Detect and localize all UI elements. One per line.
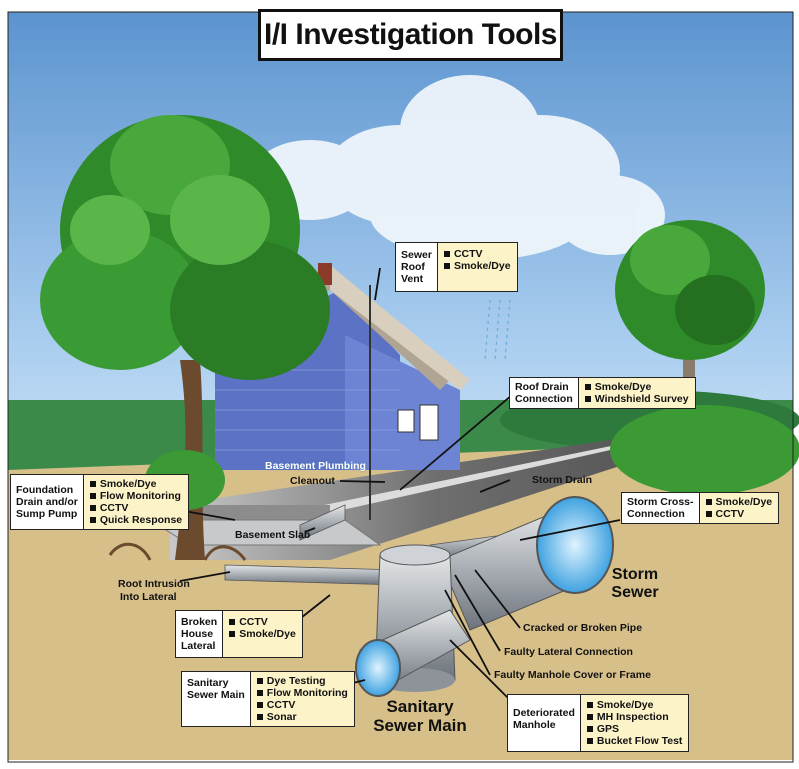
page-title: I/I Investigation Tools — [258, 9, 563, 61]
rain — [484, 299, 511, 361]
callout-label: Roof — [401, 261, 425, 273]
clouds — [250, 75, 665, 260]
tool-item: CCTV — [257, 699, 348, 711]
tool-item: CCTV — [229, 616, 296, 628]
label-sanitary-line2: Sewer Main — [373, 715, 467, 735]
tool-item: GPS — [587, 723, 683, 735]
callout-label: Broken — [181, 616, 218, 628]
label-faulty-manhole: Faulty Manhole Cover or Frame — [494, 669, 651, 681]
callout-foundation-drain: Foundation Drain and/or Sump Pump Smoke/… — [10, 474, 190, 530]
callout-label: Foundation — [16, 484, 74, 496]
callout-label: Connection — [627, 508, 685, 520]
label-storm-sewer-line1: Storm — [611, 566, 659, 583]
callout-label: Sump Pump — [16, 508, 78, 520]
tool-item: Bucket Flow Test — [587, 735, 683, 747]
tool-item: CCTV — [444, 248, 511, 260]
callout-roof-vent: Sewer Roof Vent CCTV Smoke/Dye — [395, 242, 518, 292]
callout-deteriorated-manhole: Deteriorated Manhole Smoke/Dye MH Inspec… — [507, 694, 690, 752]
label-faulty-lateral: Faulty Lateral Connection — [504, 646, 633, 658]
label-root-intrusion: Root Intrusion — [118, 578, 190, 590]
callout-label: Drain and/or — [16, 496, 78, 508]
tool-item: Dye Testing — [257, 675, 348, 687]
label-storm-drain: Storm Drain — [532, 474, 593, 486]
label-storm-sewer: Storm Sewer — [600, 566, 670, 601]
tool-item: Smoke/Dye — [706, 496, 773, 508]
label-basement-plumbing: Basement Plumbing — [265, 460, 366, 472]
sanitary-main-pipe — [355, 609, 471, 697]
callout-label: Connection — [515, 393, 573, 405]
callout-label: Manhole — [513, 719, 556, 731]
tool-item: Smoke/Dye — [585, 381, 689, 393]
callout-label: Sanitary — [187, 677, 229, 689]
tool-item: Sonar — [257, 711, 348, 723]
tool-item: MH Inspection — [587, 711, 683, 723]
label-storm-sewer-line2: Sewer — [611, 583, 659, 601]
tool-item: CCTV — [706, 508, 773, 520]
callout-label: Roof Drain — [515, 381, 569, 393]
tool-item: Windshield Survey — [585, 393, 689, 405]
label-cracked-pipe: Cracked or Broken Pipe — [523, 622, 643, 634]
label-basement-slab: Basement Slab — [235, 529, 311, 541]
callout-label: Vent — [401, 273, 424, 285]
label-cleanout: Cleanout — [290, 475, 335, 487]
callout-sanitary-sewer-main: Sanitary Sewer Main Dye Testing Flow Mon… — [181, 671, 355, 727]
label-sanitary-line1: Sanitary — [386, 697, 454, 716]
tool-item: Smoke/Dye — [444, 260, 511, 272]
callout-storm-cross-connection: Storm Cross- Connection Smoke/Dye CCTV — [621, 492, 780, 524]
right-bush — [610, 405, 799, 495]
callout-label: Sewer — [401, 249, 432, 261]
tool-item: Flow Monitoring — [90, 490, 182, 502]
callout-label: Storm Cross- — [627, 496, 694, 508]
label-sanitary-sewer-main: Sanitary Sewer Main — [360, 697, 480, 735]
callout-label: House — [181, 628, 214, 640]
tool-item: Smoke/Dye — [587, 699, 683, 711]
tool-item: Smoke/Dye — [229, 628, 296, 640]
callout-broken-house-lateral: Broken House Lateral CCTV Smoke/Dye — [175, 610, 303, 658]
label-root-intrusion-2: Into Lateral — [120, 591, 177, 603]
callout-label: Sewer Main — [187, 689, 245, 701]
callout-label: Lateral — [181, 640, 216, 652]
callout-label: Deteriorated — [513, 707, 575, 719]
right-tree — [615, 220, 765, 450]
tool-item: Flow Monitoring — [257, 687, 348, 699]
tool-item: CCTV — [90, 502, 182, 514]
storm-sewer-pipe — [439, 496, 614, 631]
callout-roof-drain: Roof Drain Connection Smoke/Dye Windshie… — [509, 377, 696, 409]
tool-item: Smoke/Dye — [90, 478, 182, 490]
tool-item: Quick Response — [90, 514, 182, 526]
